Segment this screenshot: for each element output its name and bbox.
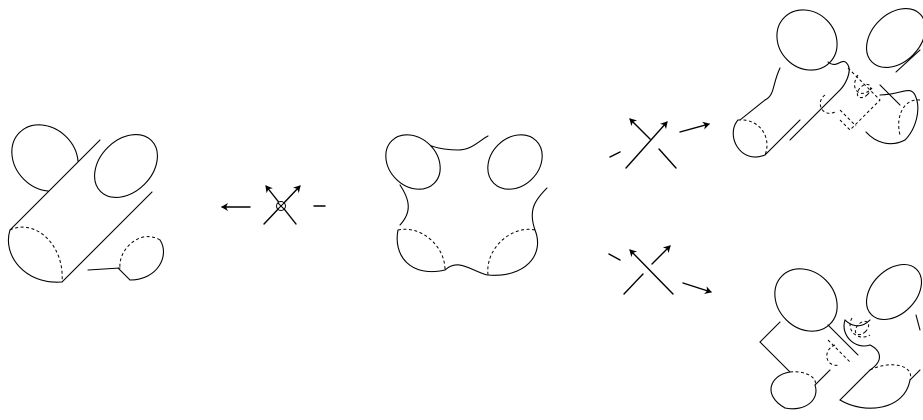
two-crossing-cylinders — [0, 111, 170, 282]
minus-sign-lower — [609, 254, 620, 260]
lower-handle-cobordism — [760, 254, 923, 409]
under-strand-upper-lower — [652, 246, 670, 264]
virtual-crossing-group — [222, 186, 325, 224]
lower-front-top-end — [762, 256, 850, 344]
sphere-hole-top-left — [375, 124, 451, 200]
upper-handle-cobordism — [733, 0, 923, 157]
under-strand-upper-upper — [630, 119, 650, 139]
sphere-hole-top-right — [477, 124, 553, 200]
upper-back-top-end — [855, 0, 923, 79]
right-arrow-upper — [680, 124, 709, 132]
minus-sign-upper — [610, 152, 620, 157]
four-holed-sphere — [375, 124, 553, 275]
right-arrow-lower — [683, 283, 711, 292]
over-strand-upper — [626, 122, 667, 168]
over-strand-lower — [630, 250, 673, 294]
negative-crossing-group — [609, 246, 711, 294]
under-strand-lower-upper — [659, 149, 676, 168]
lower-back-top-end — [856, 254, 923, 330]
under-strand-lower-lower — [624, 274, 643, 294]
positive-crossing-group — [610, 119, 709, 168]
